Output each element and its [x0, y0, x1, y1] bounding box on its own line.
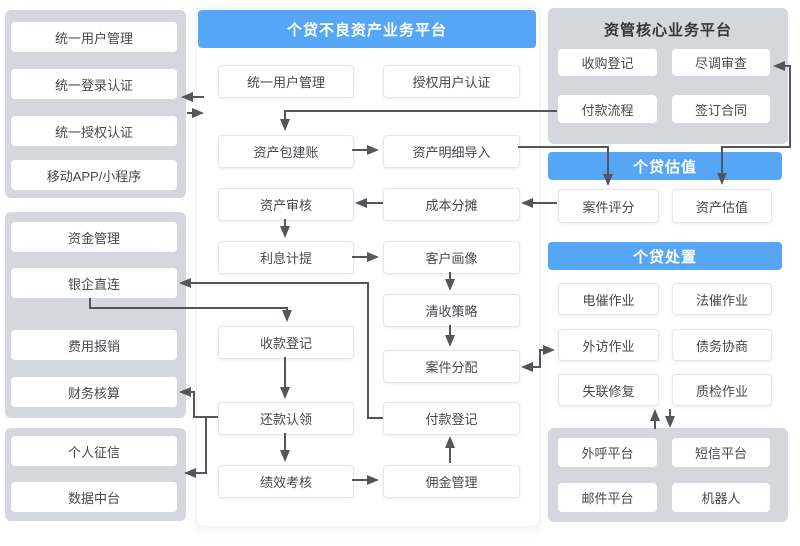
node-mobile-app: 移动APP/小程序	[11, 160, 177, 190]
node-asset-package: 资产包建账	[218, 135, 354, 168]
node-unified-authz: 统一授权认证	[11, 116, 177, 146]
node-personal-credit: 个人征信	[11, 436, 177, 466]
node-asset-detail-import: 资产明细导入	[383, 135, 520, 168]
node-purchase-registration: 收购登记	[558, 49, 657, 76]
node-case-scoring: 案件评分	[558, 189, 659, 223]
node-commission-mgmt: 佣金管理	[383, 465, 520, 498]
node-legal-collection: 法催作业	[672, 283, 772, 315]
node-debt-negotiation: 债务协商	[672, 329, 772, 361]
node-repayment-claim: 还款认领	[218, 402, 354, 435]
disposal-section-title: 个贷处置	[548, 242, 782, 270]
node-due-diligence: 尽调审查	[672, 49, 770, 76]
node-unified-login-auth: 统一登录认证	[11, 69, 177, 99]
node-data-middle-platform: 数据中台	[11, 482, 177, 512]
node-sign-contract: 签订合同	[672, 95, 770, 123]
node-robot: 机器人	[672, 483, 770, 512]
node-collection-strategy: 清收策略	[383, 294, 520, 327]
node-outbound-call-platform: 外呼平台	[558, 438, 657, 467]
node-contact-recovery: 失联修复	[558, 374, 659, 406]
node-receipt-registration: 收款登记	[218, 326, 354, 359]
node-unified-user-mgmt: 统一用户管理	[11, 22, 177, 52]
node-sms-platform: 短信平台	[672, 438, 770, 467]
node-bank-direct-link: 银企直连	[11, 268, 177, 298]
node-interest-accrual: 利息计提	[218, 241, 354, 274]
node-unified-user: 统一用户管理	[218, 65, 354, 98]
center-platform-title: 个贷不良资产业务平台	[198, 10, 536, 48]
node-expense-reimburse: 费用报销	[11, 330, 177, 360]
valuation-section-title: 个贷估值	[548, 152, 782, 180]
node-payment-registration: 付款登记	[383, 402, 520, 435]
node-financial-accounting: 财务核算	[11, 377, 177, 407]
node-asset-valuation: 资产估值	[672, 189, 772, 223]
node-case-assignment: 案件分配	[383, 350, 520, 383]
node-auth-user: 授权用户认证	[383, 65, 520, 98]
node-tele-collection: 电催作业	[558, 283, 659, 315]
node-field-visit: 外访作业	[558, 329, 659, 361]
node-fund-mgmt: 资金管理	[11, 222, 177, 252]
node-quality-inspection: 质检作业	[672, 374, 772, 406]
node-email-platform: 邮件平台	[558, 483, 657, 512]
node-cost-allocation: 成本分摊	[383, 188, 520, 221]
core-platform-title: 资管核心业务平台	[603, 21, 732, 39]
node-customer-profile: 客户画像	[383, 241, 520, 274]
node-performance-review: 绩效考核	[218, 465, 354, 498]
node-asset-audit: 资产审核	[218, 188, 354, 221]
node-payment-process: 付款流程	[558, 95, 657, 123]
